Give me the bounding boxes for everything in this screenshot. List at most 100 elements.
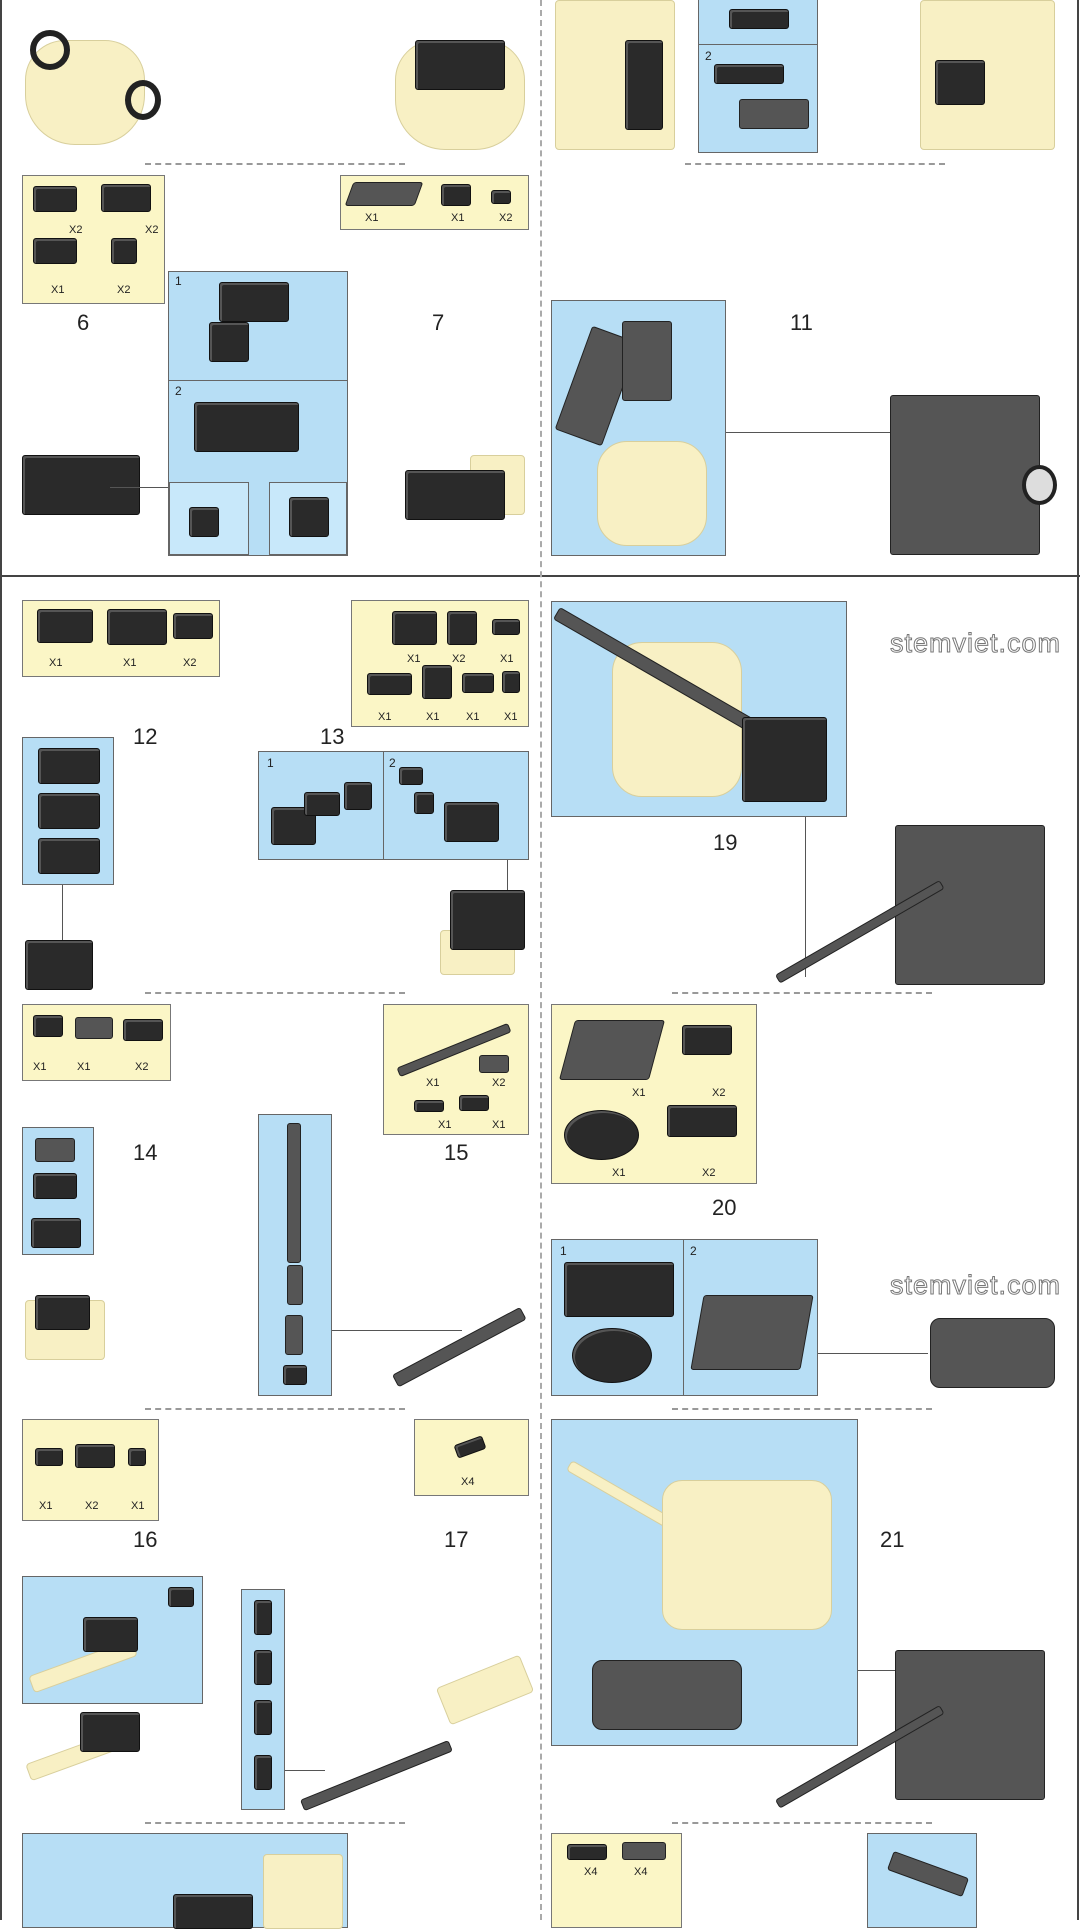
brick-piece xyxy=(622,1842,666,1860)
brick-piece xyxy=(742,717,827,802)
row-divider xyxy=(145,1822,405,1824)
parts-list-step-20: X1 X2 X1 X2 xyxy=(551,1004,757,1184)
brick-piece xyxy=(123,1019,163,1041)
page-border-right xyxy=(1077,0,1079,1920)
assembled-part xyxy=(450,890,525,950)
substep-label: 2 xyxy=(705,49,712,63)
brick-piece xyxy=(37,609,93,643)
part-quantity: X1 xyxy=(51,284,65,296)
decoration xyxy=(683,1240,684,1395)
brick-piece xyxy=(564,1110,639,1160)
step-12-panel xyxy=(22,737,114,885)
page-border-left xyxy=(0,0,2,1920)
brick-piece xyxy=(194,402,299,452)
part-quantity: X1 xyxy=(378,711,392,723)
row-divider xyxy=(672,1822,932,1824)
substep-label: 2 xyxy=(175,384,182,398)
brick-piece xyxy=(31,1218,81,1248)
part-quantity: X2 xyxy=(69,224,83,236)
step-number: 16 xyxy=(133,1527,158,1552)
part-quantity: X2 xyxy=(452,653,466,665)
brick-piece xyxy=(38,793,100,829)
parts-list-step-13: X1 X2 X1 X1 X1 X1 X1 xyxy=(351,600,529,727)
brick-piece xyxy=(414,1100,444,1112)
brick-piece xyxy=(597,441,707,546)
parts-list-step-17: X4 xyxy=(414,1419,529,1496)
brick-piece xyxy=(287,1265,303,1305)
column-divider xyxy=(540,0,542,1920)
assembled-model xyxy=(890,395,1040,555)
brick-piece xyxy=(219,282,289,322)
substep-label: 2 xyxy=(389,756,396,770)
part-quantity: X2 xyxy=(117,284,131,296)
brick-piece xyxy=(502,671,520,693)
brick-piece xyxy=(592,1660,742,1730)
brick-piece xyxy=(567,1844,607,1860)
brick-piece xyxy=(564,1262,674,1317)
brick-piece xyxy=(35,1138,75,1162)
assembled-part xyxy=(405,470,505,520)
brick-piece xyxy=(168,1587,194,1607)
wedge-plate xyxy=(739,99,809,129)
parts-list-partial: X4 X4 xyxy=(551,1833,682,1928)
brick-piece xyxy=(128,1448,146,1466)
part-quantity: X1 xyxy=(451,212,465,224)
part-quantity: X1 xyxy=(612,1167,626,1179)
substep-label: 1 xyxy=(267,756,274,770)
substep-label: 2 xyxy=(690,1244,697,1258)
assembly-arrow xyxy=(858,1670,898,1671)
part-quantity: X1 xyxy=(500,653,514,665)
brick-piece xyxy=(399,767,423,785)
watermark: stemviet.com xyxy=(889,628,1062,659)
part-quantity: X2 xyxy=(492,1077,506,1089)
step-15-panel xyxy=(258,1114,332,1396)
brick-piece xyxy=(453,1435,487,1459)
row-divider xyxy=(685,163,945,165)
part-quantity: X4 xyxy=(461,1476,475,1488)
part-quantity: X1 xyxy=(365,212,379,224)
brick-piece xyxy=(682,1025,732,1055)
step-number: 20 xyxy=(712,1195,737,1220)
substep-panel: 2 xyxy=(698,0,818,153)
step-20-panel: 1 2 xyxy=(551,1239,818,1396)
brick-piece xyxy=(441,184,471,206)
row-divider xyxy=(145,1408,405,1410)
step-21-panel xyxy=(551,1419,858,1746)
brick xyxy=(729,9,789,29)
assembled-part xyxy=(80,1712,140,1752)
part-quantity: X4 xyxy=(634,1866,648,1878)
parts-list-step-12: X1 X1 X2 xyxy=(22,600,220,677)
brick-piece xyxy=(491,190,511,204)
brick-piece xyxy=(622,321,672,401)
brick-piece xyxy=(367,673,412,695)
brick-piece xyxy=(75,1444,115,1468)
brick-piece xyxy=(558,1020,666,1080)
brick-piece xyxy=(254,1755,272,1790)
watermark: stemviet.com xyxy=(889,1270,1062,1301)
brick-piece xyxy=(414,792,434,814)
step-number: 7 xyxy=(432,310,445,335)
step-6-panel: 1 2 xyxy=(168,271,348,556)
step-number: 21 xyxy=(880,1527,905,1552)
brick-piece xyxy=(209,322,249,362)
parts-list-step-15: X1 X2 X1 X1 xyxy=(383,1004,529,1135)
assembled-part xyxy=(25,940,93,990)
part-quantity: X1 xyxy=(504,711,518,723)
wheel-icon xyxy=(30,30,70,70)
step-11-panel xyxy=(551,300,726,556)
brick-piece xyxy=(111,238,137,264)
brick-piece xyxy=(263,1854,343,1929)
brick-piece xyxy=(667,1105,737,1137)
step-number: 19 xyxy=(713,830,738,855)
brick xyxy=(625,40,663,130)
brick-piece xyxy=(344,782,372,810)
brick-piece xyxy=(662,1480,832,1630)
decoration xyxy=(699,44,817,45)
step-panel-partial xyxy=(867,1833,977,1928)
step-number: 6 xyxy=(77,310,90,335)
step-panel-partial xyxy=(22,1833,348,1929)
brick-piece xyxy=(447,611,477,645)
brick-piece xyxy=(38,838,100,874)
brick-piece xyxy=(304,792,340,816)
step-number: 17 xyxy=(444,1527,469,1552)
